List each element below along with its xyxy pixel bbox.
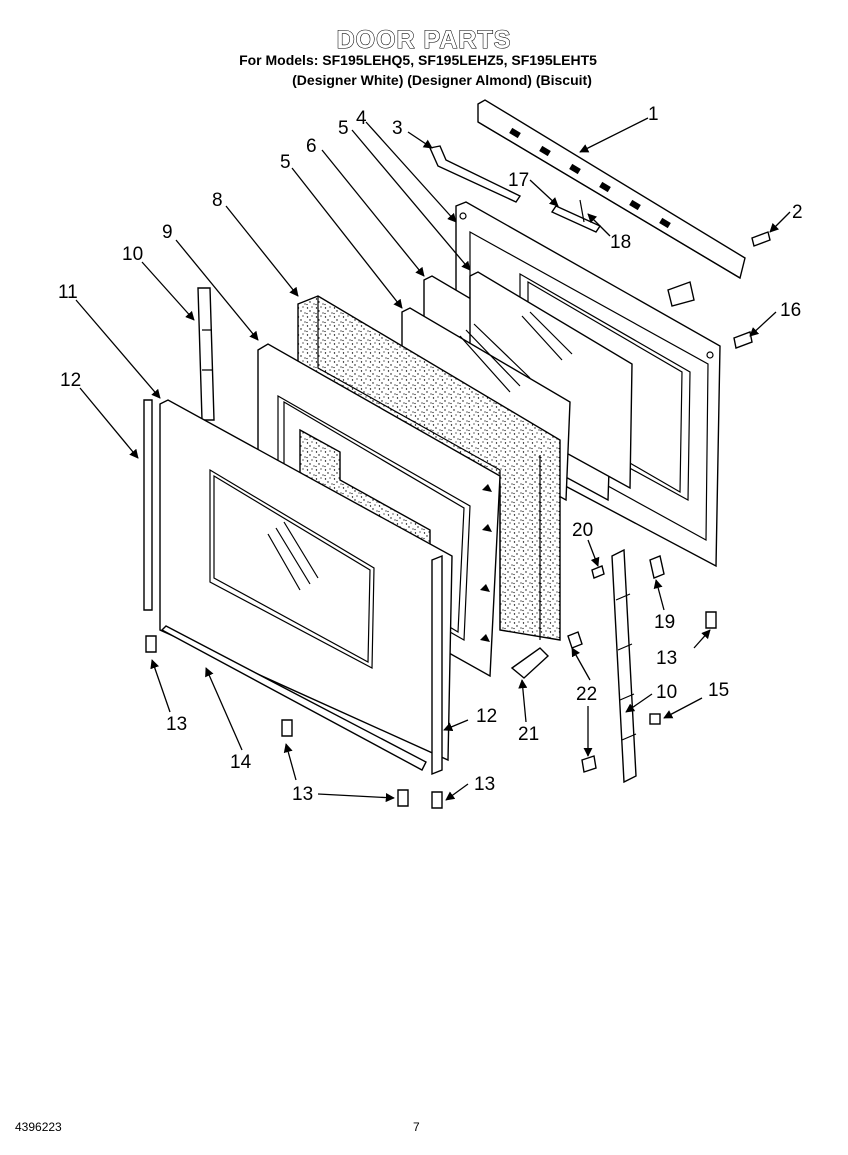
callout-12b: 12	[476, 706, 497, 727]
callout-10a: 10	[122, 244, 143, 265]
callout-10b: 10	[656, 682, 677, 703]
bracket-3-part	[429, 145, 522, 203]
callout-2: 2	[792, 202, 803, 223]
hinge-left-part	[197, 287, 215, 421]
callout-13c: 13	[292, 784, 313, 805]
side-trim-right-part	[431, 554, 443, 776]
leader-lines	[75, 117, 791, 803]
screw-16-part	[733, 331, 753, 349]
callout-17: 17	[508, 170, 529, 191]
callout-13d: 13	[474, 774, 495, 795]
callout-4: 4	[356, 108, 367, 129]
callout-3: 3	[392, 118, 403, 139]
callout-16: 16	[780, 300, 801, 321]
callout-5b: 5	[280, 152, 291, 173]
screws-13-part	[145, 611, 717, 809]
callout-15: 15	[708, 680, 729, 701]
callout-13a: 13	[656, 648, 677, 669]
hinge-right-part	[611, 548, 637, 784]
callout-21: 21	[518, 724, 539, 745]
callout-1: 1	[648, 104, 659, 125]
page-title: DOOR PARTS	[336, 25, 512, 54]
bracket-21-part	[510, 647, 550, 679]
clip-15-part	[649, 713, 661, 725]
callout-12a: 12	[60, 370, 81, 391]
callout-labels: 1 2 3 4 5 6 5 8 9 10 11 12 17 18 16 20 1…	[58, 104, 803, 805]
outer-door-panel-part	[159, 399, 453, 762]
page-number: 7	[413, 1120, 420, 1134]
screw-2-part	[751, 231, 771, 247]
clip-17-part	[550, 199, 602, 233]
bottom-trim-part	[160, 625, 427, 771]
clip-19-part	[649, 555, 665, 579]
callout-8: 8	[212, 190, 223, 211]
screw-20-part	[591, 565, 605, 579]
screw-22-part	[567, 631, 597, 773]
document-number: 4396223	[15, 1120, 62, 1134]
callout-20: 20	[572, 520, 593, 541]
callout-11: 11	[58, 282, 78, 303]
vent-trim-part	[477, 99, 746, 307]
callout-13b: 13	[166, 714, 187, 735]
callout-22: 22	[576, 684, 597, 705]
callout-6: 6	[306, 136, 317, 157]
callout-19: 19	[654, 612, 675, 633]
callout-9: 9	[162, 222, 173, 243]
models-line: For Models: SF195LEHQ5, SF195LEHZ5, SF19…	[239, 52, 597, 68]
callout-14: 14	[230, 752, 252, 773]
callout-5a: 5	[338, 118, 349, 139]
colors-line: (Designer White) (Designer Almond) (Bisc…	[292, 72, 592, 88]
side-trim-left-part	[143, 399, 153, 611]
callout-18: 18	[610, 232, 631, 253]
